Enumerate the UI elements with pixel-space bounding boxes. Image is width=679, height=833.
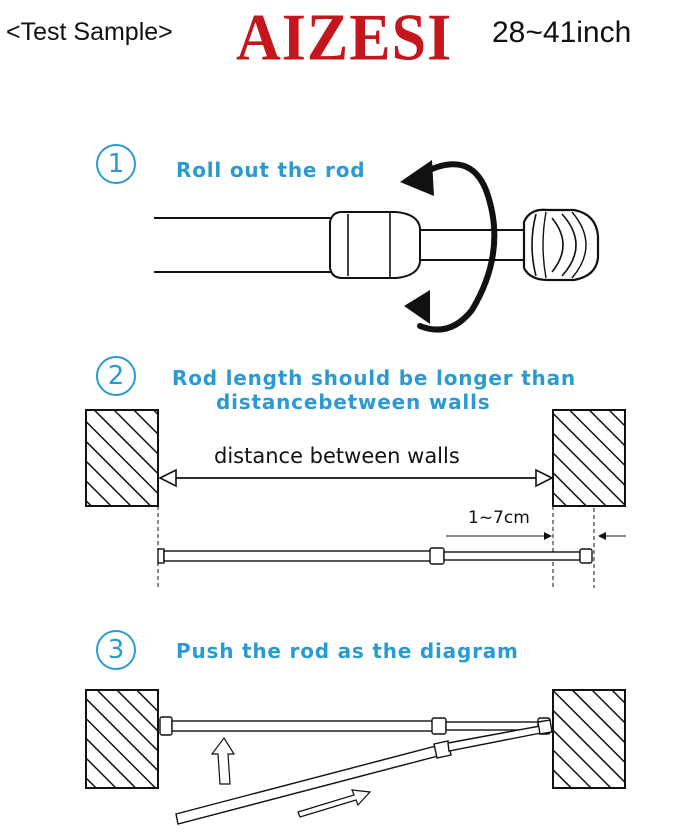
brand-logo: AIZESI (236, 1, 453, 75)
step-3-text: Push the rod as the diagram (176, 639, 519, 663)
gap-label: 1~7cm (468, 508, 530, 528)
step-2-walls (85, 409, 626, 507)
size-range-label: 28~41inch (492, 16, 632, 49)
step-2-number: 2 (96, 356, 136, 396)
angled-rod (175, 719, 553, 825)
installed-rod (159, 716, 551, 736)
extended-rod (157, 547, 593, 565)
distance-arrow (158, 468, 554, 488)
step-3-walls (85, 689, 626, 789)
rod-closeup (154, 160, 600, 333)
dashed-guides (157, 506, 595, 588)
test-sample-label: <Test Sample> (6, 18, 173, 46)
gap-arrows (446, 532, 626, 540)
distance-label: distance between walls (214, 444, 460, 468)
step-1-number: 1 (96, 144, 136, 184)
step-1-text: Roll out the rod (176, 158, 366, 182)
push-arrows (210, 736, 372, 818)
step-3-number: 3 (96, 630, 136, 670)
step-2-text-line1: Rod length should be longer than (172, 366, 576, 390)
step-2-text-line2: distancebetween walls (216, 390, 491, 414)
